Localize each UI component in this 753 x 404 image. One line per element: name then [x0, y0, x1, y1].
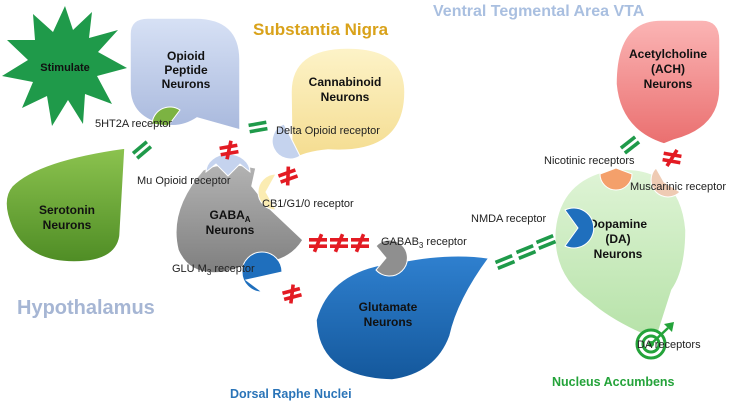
- opioid-label-2: Peptide: [164, 63, 208, 77]
- gaba-label-main: GABA: [209, 208, 245, 222]
- opioid-label-1: Opioid: [167, 49, 205, 63]
- region-dorsal-raphe: Dorsal Raphe Nuclei: [230, 387, 352, 401]
- region-vta: Ventral Tegmental Area VTA: [433, 3, 645, 20]
- 5ht2a-receptor-label: 5HT2A receptor: [95, 118, 172, 130]
- dopamine-label-2: (DA): [605, 232, 630, 246]
- glu-m3-receptor-label: GLU M3 receptor: [172, 263, 255, 277]
- ach-label-3: Neurons: [644, 77, 693, 91]
- ach-label-1: Acetylcholine: [629, 47, 707, 61]
- gaba-label-2: Neurons: [206, 223, 255, 237]
- crossed-double-dash-icon: [309, 233, 327, 253]
- crossed-double-dash-icon: [351, 233, 369, 253]
- da-receptor-label: DA receptors: [637, 339, 701, 351]
- cb1-receptor-shape: [257, 173, 277, 211]
- double-dash-icon: [131, 140, 153, 160]
- 5ht2a-receptor-shape: [151, 106, 181, 127]
- gaba-label-1: GABAA: [209, 208, 250, 224]
- opioid-peptide-neurons: Opioid Peptide Neurons: [129, 17, 241, 131]
- glutamate-neurons: Glutamate Neurons: [315, 255, 491, 381]
- nmda-receptor-shape: [564, 207, 595, 249]
- glutamate-label-2: Neurons: [364, 315, 413, 329]
- serotonin-label-2: Neurons: [43, 218, 92, 232]
- ach-label-2: (ACH): [651, 62, 685, 76]
- nicotinic-receptor-label: Nicotinic receptors: [544, 155, 635, 167]
- cannabinoid-label-2: Neurons: [321, 90, 370, 104]
- serotonin-neurons: Serotonin Neurons: [5, 147, 126, 263]
- gaba-a-neurons: GABAA Neurons: [175, 163, 304, 274]
- crossed-double-dash-icon: [330, 233, 348, 253]
- cb1-receptor-label: CB1/G1/0 receptor: [262, 198, 354, 210]
- stimulate-label: Stimulate: [40, 62, 90, 74]
- dopamine-label-1: Dopamine: [589, 217, 647, 231]
- region-hypothalamus: Hypothalamus: [17, 297, 155, 319]
- delta-opioid-receptor-label: Delta Opioid receptor: [276, 125, 380, 137]
- double-dash-icon: [619, 135, 641, 155]
- dopamine-label-3: Neurons: [594, 247, 643, 261]
- glutamate-label-1: Glutamate: [359, 300, 418, 314]
- gabab3-receptor-label: GABAB3 receptor: [381, 236, 467, 250]
- muscarinic-receptor-label: Muscarinic receptor: [630, 181, 726, 193]
- glu-m3-label-tail: receptor: [211, 263, 255, 275]
- target-arrow-icon: [635, 322, 674, 360]
- mu-opioid-receptor-label: Mu Opioid receptor: [137, 175, 231, 187]
- glu-m3-receptor-shape: [241, 251, 283, 293]
- mu-opioid-receptor-shape: [205, 153, 251, 177]
- gabab3-label-tail: receptor: [423, 236, 467, 248]
- opioid-label-3: Neurons: [162, 77, 211, 91]
- nmda-receptor-label: NMDA receptor: [471, 213, 547, 225]
- serotonin-label-1: Serotonin: [39, 203, 95, 217]
- dopamine-neurons: Dopamine (DA) Neurons: [554, 168, 687, 342]
- cannabinoid-label-1: Cannabinoid: [309, 75, 382, 89]
- region-nucleus-accumbens: Nucleus Accumbens: [552, 375, 675, 389]
- crossed-double-dash-icon: [280, 282, 304, 306]
- delta-opioid-receptor-shape: [271, 123, 301, 160]
- crossed-double-dash-icon: [661, 147, 683, 169]
- crossed-double-dash-icon: [276, 164, 300, 188]
- acetylcholine-neurons: Acetylcholine (ACH) Neurons: [615, 19, 721, 145]
- glu-m3-label-sub: 3: [207, 268, 212, 277]
- cannabinoid-neurons: Cannabinoid Neurons: [290, 47, 406, 162]
- double-dash-icon: [494, 253, 516, 271]
- gabab3-receptor-shape: [375, 239, 408, 277]
- double-dash-icon: [248, 120, 268, 134]
- double-dash-icon: [535, 233, 557, 251]
- gabab3-label-sub: 3: [419, 241, 424, 250]
- double-dash-icon: [515, 243, 537, 261]
- region-substantia-nigra: Substantia Nigra: [253, 20, 389, 39]
- muscarinic-receptor-shape: [650, 167, 681, 198]
- stimulate-star: Stimulate: [2, 6, 127, 126]
- gabab3-label-main: GABAB: [381, 236, 419, 248]
- nicotinic-receptor-shape: [599, 167, 633, 191]
- glu-m3-label-main: GLU M: [172, 263, 207, 275]
- gaba-label-sub: A: [245, 215, 251, 224]
